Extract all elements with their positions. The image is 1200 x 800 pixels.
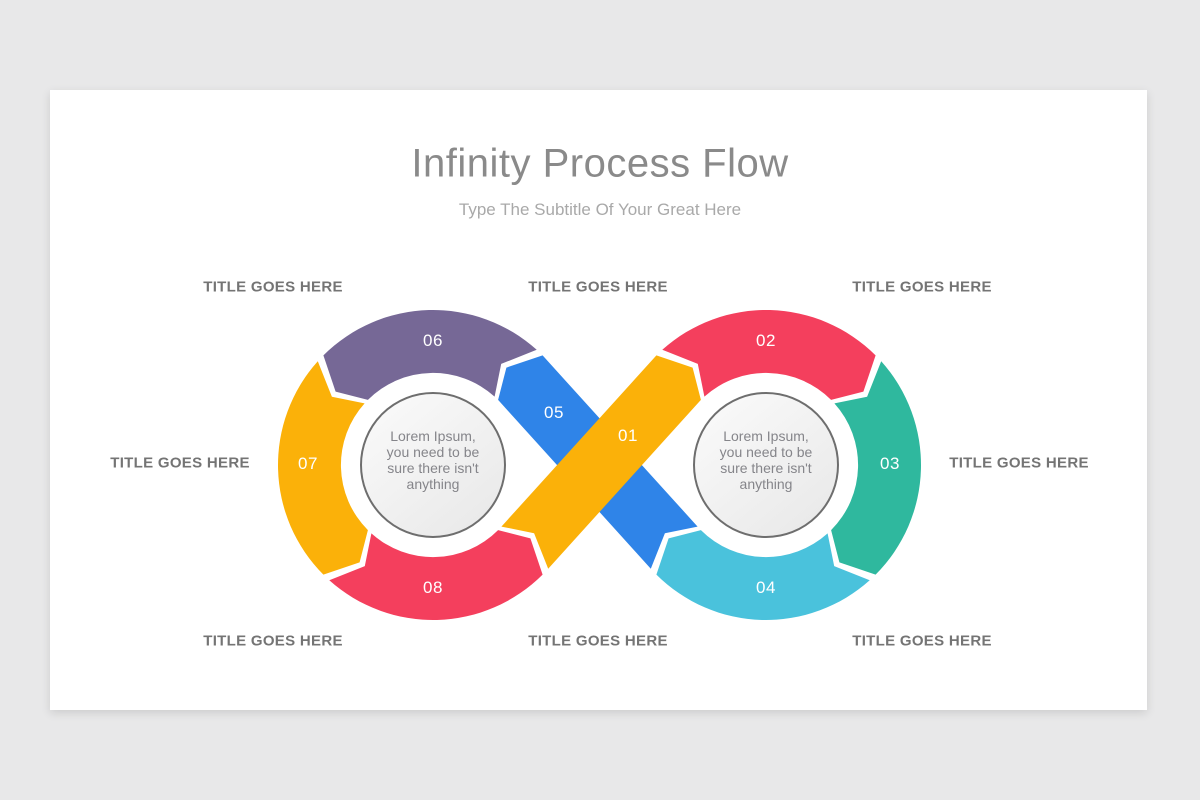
segment-02-arc — [662, 310, 876, 400]
step-number-06: 06 — [423, 331, 443, 350]
outer-label-bottom-left: TITLE GOES HERE — [203, 632, 343, 650]
left-circle-text-line3: sure there isn't — [387, 460, 479, 476]
outer-label-mid-right: TITLE GOES HERE — [949, 454, 1089, 472]
left-circle-text-line4: anything — [406, 476, 460, 492]
right-circle-text: Lorem Ipsum, you need to be sure there i… — [691, 428, 841, 492]
segment-04-arc — [656, 530, 870, 620]
left-center-circle — [360, 392, 506, 538]
right-center-circle — [693, 392, 839, 538]
segment-06-arc — [323, 310, 537, 400]
step-number-03: 03 — [880, 454, 900, 473]
right-circle-text-line1: Lorem Ipsum, — [723, 428, 809, 444]
outer-label-bottom-right: TITLE GOES HERE — [852, 632, 992, 650]
outer-label-top-right: TITLE GOES HERE — [852, 278, 992, 296]
right-circle-text-line4: anything — [739, 476, 793, 492]
right-circle-text-line3: sure there isn't — [720, 460, 812, 476]
outer-label-bottom-center: TITLE GOES HERE — [528, 632, 668, 650]
step-number-07: 07 — [298, 454, 318, 473]
page-subtitle: Type The Subtitle Of Your Great Here — [458, 200, 742, 219]
slide-canvas — [50, 90, 1147, 710]
segment-08-arc — [329, 530, 543, 620]
page-title: Infinity Process Flow — [411, 141, 789, 186]
outer-label-top-center: TITLE GOES HERE — [528, 278, 668, 296]
left-circle-text-line2: you need to be — [386, 444, 480, 460]
step-number-05: 05 — [544, 403, 564, 422]
step-number-08: 08 — [423, 578, 443, 597]
outer-label-mid-left: TITLE GOES HERE — [110, 454, 250, 472]
right-circle-text-line2: you need to be — [719, 444, 813, 460]
left-circle-text-line1: Lorem Ipsum, — [390, 428, 476, 444]
segment-03-arc — [831, 361, 921, 575]
segment-01-band — [501, 355, 701, 569]
step-number-01: 01 — [618, 426, 638, 445]
segment-07-arc — [278, 361, 368, 575]
outer-label-top-left: TITLE GOES HERE — [203, 278, 343, 296]
step-number-02: 02 — [756, 331, 776, 350]
left-circle-text: Lorem Ipsum, you need to be sure there i… — [358, 428, 508, 492]
step-number-04: 04 — [756, 578, 776, 597]
